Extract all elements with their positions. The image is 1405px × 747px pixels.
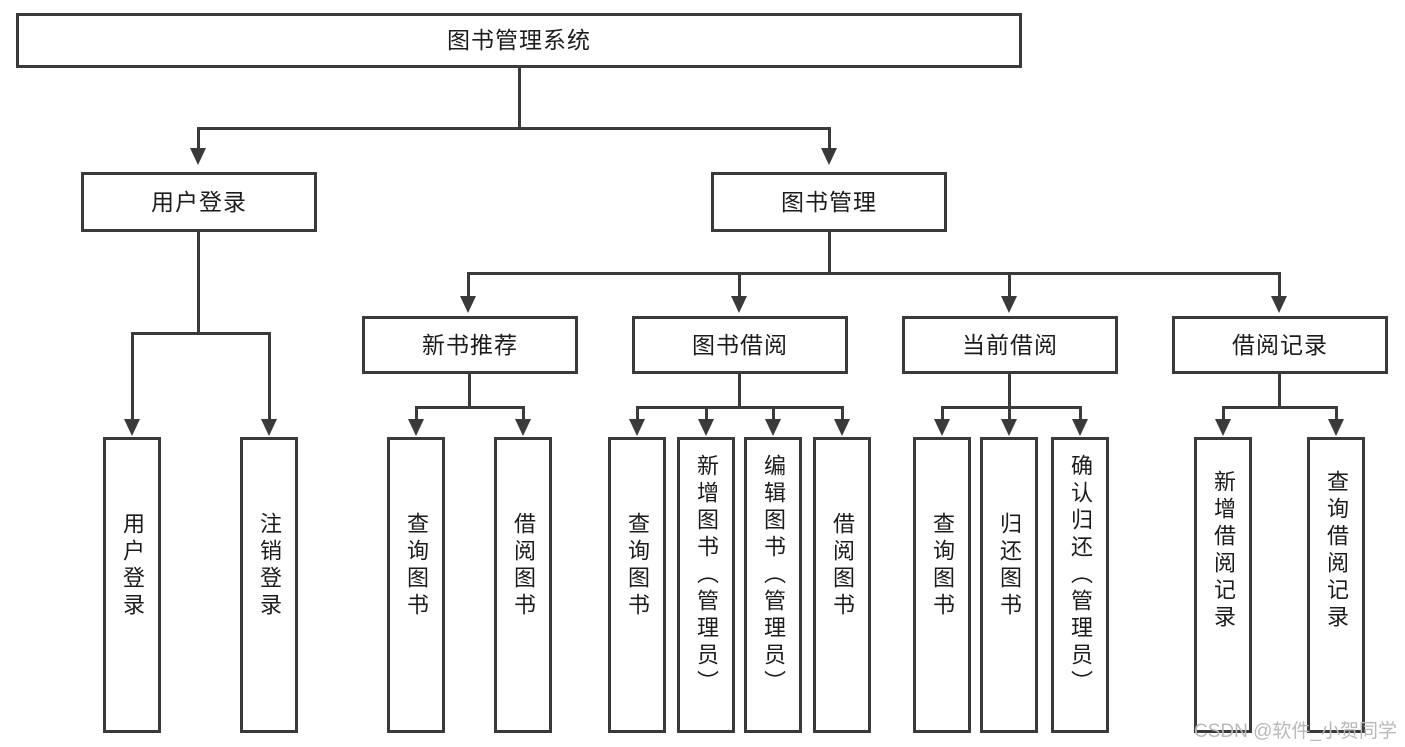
edge-root-bus	[197, 127, 831, 130]
edge-newbook-stem	[468, 374, 471, 408]
edge-bookmanage-drop-4	[1278, 272, 1281, 297]
arrowhead-current-borrow	[1001, 296, 1017, 313]
edge-newbook-bus	[415, 406, 525, 409]
edge-borrowrecord-drop-1	[1222, 406, 1225, 420]
edge-bookborrow-drop-1	[636, 406, 639, 420]
node-user-login[interactable]: 用户登录	[81, 172, 317, 232]
edge-bookmanage-drop-3	[1008, 272, 1011, 297]
edge-userlogin-drop-1	[131, 332, 134, 420]
edge-userlogin-bus	[131, 332, 268, 335]
node-label: 当前借阅	[962, 331, 1058, 358]
node-label: 借阅记录	[1232, 331, 1328, 358]
arrowhead-book-manage	[821, 148, 837, 165]
edge-currentborrow-drop-3	[1079, 406, 1082, 420]
edge-bookmanage-drop-1	[467, 272, 470, 297]
leaf-label: 查询借阅记录	[1324, 470, 1349, 632]
arrowhead-currentborrow-leaf-3	[1072, 419, 1088, 436]
edge-newbook-drop-1	[415, 406, 418, 420]
edge-newbook-drop-2	[522, 406, 525, 420]
node-book-manage[interactable]: 图书管理	[711, 172, 947, 232]
node-label: 用户登录	[151, 188, 247, 215]
arrowhead-newbook-leaf-1	[408, 419, 424, 436]
edge-currentborrow-bus	[941, 406, 1082, 409]
arrowhead-bookborrow-leaf-2	[698, 419, 714, 436]
leaf-borrow-book[interactable]: 借阅图书	[813, 437, 871, 733]
leaf-user-login[interactable]: 用户登录	[103, 437, 161, 733]
node-new-book-recommend[interactable]: 新书推荐	[362, 316, 578, 374]
node-root-system[interactable]: 图书管理系统	[16, 13, 1022, 68]
leaf-add-book-admin[interactable]: 新增图书（管理员）	[677, 437, 735, 733]
leaf-label: 新增图书（管理员）	[694, 454, 719, 697]
leaf-label: 编辑图书（管理员）	[761, 454, 786, 697]
leaf-label: 用户登录	[120, 512, 145, 620]
edge-root-stem	[518, 68, 521, 129]
edge-bookmanage-drop-2	[738, 272, 741, 297]
edge-borrowrecord-stem	[1278, 374, 1281, 408]
edge-root-drop-right	[828, 127, 831, 149]
leaf-label: 新增借阅记录	[1211, 470, 1236, 632]
leaf-confirm-return-admin[interactable]: 确认归还（管理员）	[1051, 437, 1109, 733]
arrowhead-user-login	[190, 148, 206, 165]
edge-root-drop-left	[197, 127, 200, 149]
node-current-borrow[interactable]: 当前借阅	[902, 316, 1118, 374]
node-book-borrow[interactable]: 图书借阅	[632, 316, 848, 374]
node-label: 图书管理	[781, 188, 877, 215]
arrowhead-currentborrow-leaf-1	[934, 419, 950, 436]
leaf-return-book[interactable]: 归还图书	[980, 437, 1038, 733]
leaf-label: 注销登录	[257, 512, 282, 620]
arrowhead-leaf-user-login	[124, 419, 140, 436]
edge-userlogin-drop-2	[268, 332, 271, 420]
arrowhead-bookborrow-leaf-3	[765, 419, 781, 436]
node-label: 图书管理系统	[447, 27, 591, 54]
edge-currentborrow-drop-1	[941, 406, 944, 420]
leaf-label: 查询图书	[625, 512, 650, 620]
leaf-edit-book-admin[interactable]: 编辑图书（管理员）	[744, 437, 802, 733]
csdn-watermark: CSDN @软件_小贺同学	[1194, 721, 1397, 742]
leaf-label: 借阅图书	[511, 512, 536, 620]
arrowhead-newbook-leaf-2	[515, 419, 531, 436]
node-label: 新书推荐	[422, 331, 518, 358]
leaf-borrow-book-recommend[interactable]: 借阅图书	[494, 437, 552, 733]
node-label: 图书借阅	[692, 331, 788, 358]
leaf-label: 归还图书	[997, 512, 1022, 620]
edge-bookborrow-bus	[636, 406, 844, 409]
arrowhead-new-book-recommend	[460, 296, 476, 313]
edge-borrowrecord-drop-2	[1335, 406, 1338, 420]
arrowhead-currentborrow-leaf-2	[1001, 419, 1017, 436]
leaf-label: 借阅图书	[830, 512, 855, 620]
arrowhead-bookborrow-leaf-1	[629, 419, 645, 436]
edge-currentborrow-stem	[1008, 374, 1011, 408]
leaf-label: 查询图书	[930, 512, 955, 620]
leaf-query-book-borrow[interactable]: 查询图书	[608, 437, 666, 733]
edge-bookmanage-stem	[828, 232, 831, 274]
leaf-query-book-current[interactable]: 查询图书	[913, 437, 971, 733]
leaf-label: 确认归还（管理员）	[1068, 454, 1093, 697]
edge-userlogin-stem	[197, 232, 200, 334]
edge-bookmanage-bus	[467, 272, 1281, 275]
leaf-query-book-recommend[interactable]: 查询图书	[387, 437, 445, 733]
arrowhead-bookborrow-leaf-4	[834, 419, 850, 436]
arrowhead-borrow-record	[1271, 296, 1287, 313]
arrowhead-borrowrecord-leaf-1	[1215, 419, 1231, 436]
leaf-logout[interactable]: 注销登录	[240, 437, 298, 733]
leaf-add-borrow-record[interactable]: 新增借阅记录	[1194, 437, 1252, 733]
leaf-label: 查询图书	[404, 512, 429, 620]
edge-bookborrow-drop-2	[705, 406, 708, 420]
arrowhead-leaf-logout	[261, 419, 277, 436]
arrowhead-borrowrecord-leaf-2	[1328, 419, 1344, 436]
edge-borrowrecord-bus	[1222, 406, 1338, 409]
edge-bookborrow-drop-3	[772, 406, 775, 420]
edge-currentborrow-drop-2	[1008, 406, 1011, 420]
edge-bookborrow-drop-4	[841, 406, 844, 420]
edge-bookborrow-stem	[738, 374, 741, 408]
node-borrow-record[interactable]: 借阅记录	[1172, 316, 1388, 374]
leaf-query-borrow-record[interactable]: 查询借阅记录	[1307, 437, 1365, 733]
arrowhead-book-borrow	[731, 296, 747, 313]
